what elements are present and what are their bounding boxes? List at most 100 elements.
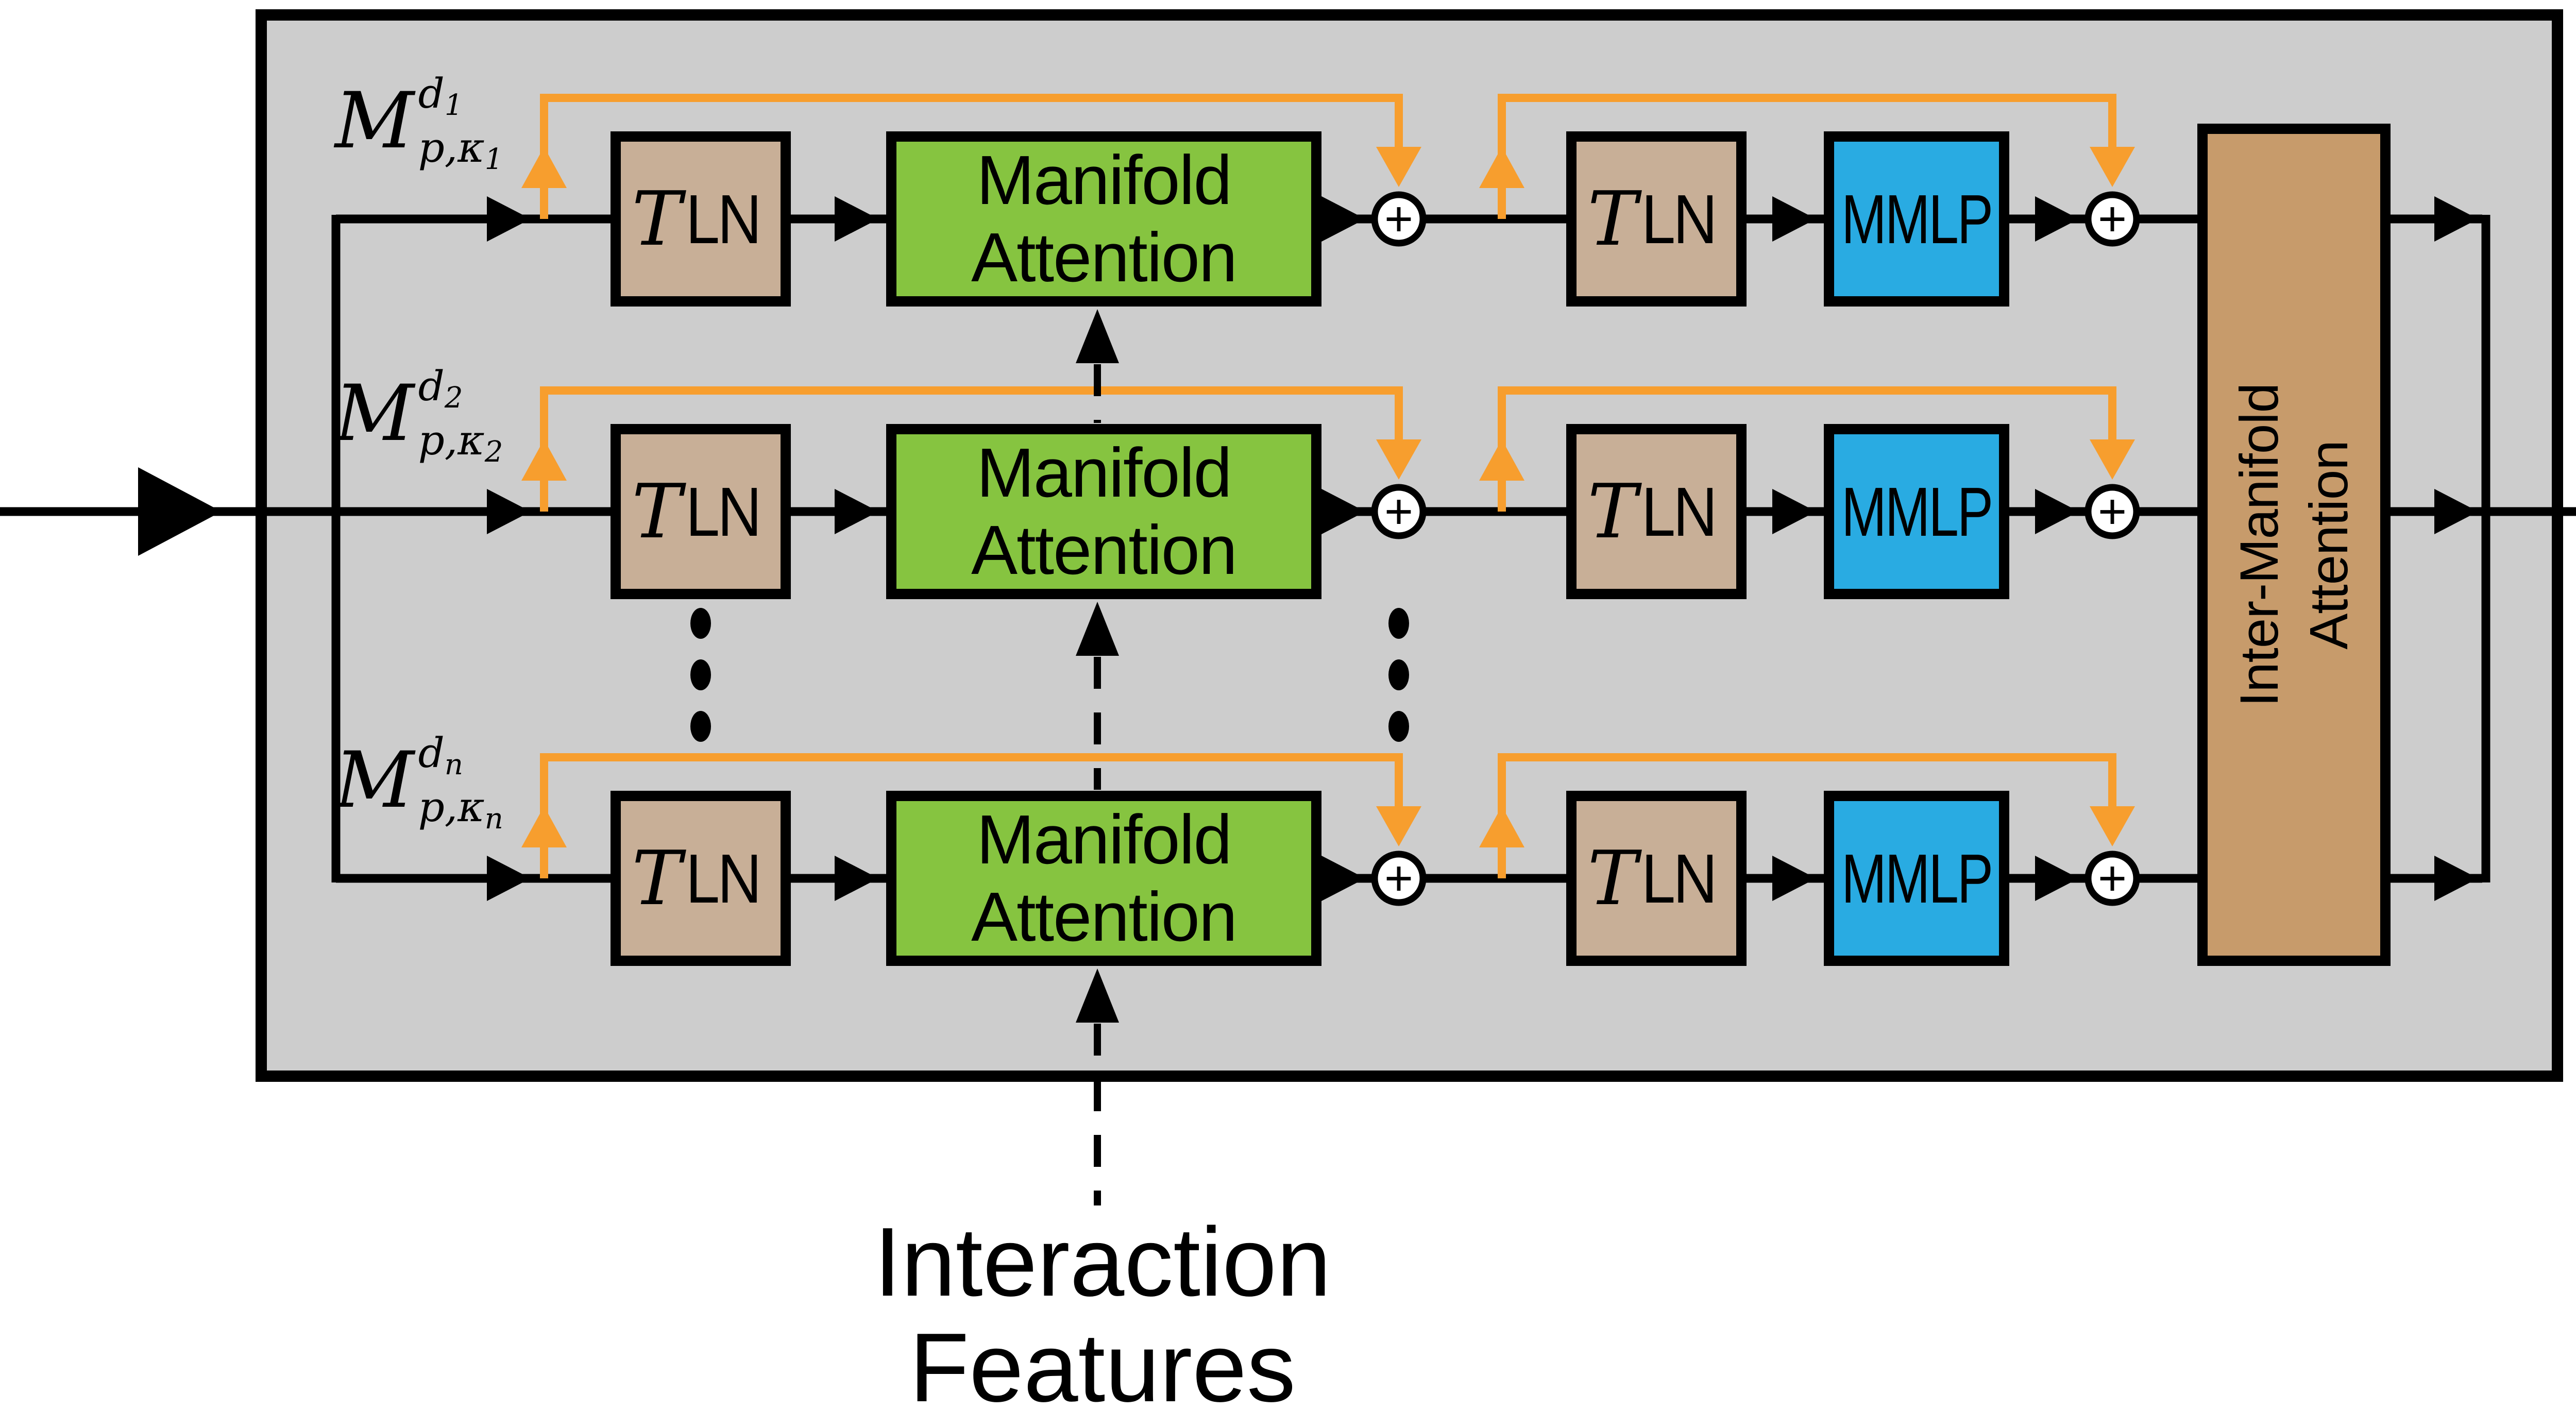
sub-var: p,κ: [418, 124, 485, 172]
tln-label: LN: [1641, 839, 1717, 918]
add-node: +: [2084, 191, 2140, 247]
dim-index: 1: [444, 89, 463, 122]
manifold-superscript: d1: [418, 73, 503, 120]
dot-icon: [1388, 711, 1409, 742]
mmlp-block-row2: MMLP: [1824, 424, 2009, 599]
sub-index: n: [484, 802, 503, 836]
manifold-scripts: d2 p,κ2: [418, 366, 503, 467]
arrowhead-icon: [1772, 489, 1816, 534]
inter-manifold-attention-label: Inter-Manifold Attention: [2225, 383, 2364, 707]
arrowhead-icon: [487, 196, 531, 242]
manifold-symbol: M: [335, 369, 414, 458]
arrowhead-icon: [835, 196, 878, 242]
dot-icon: [690, 659, 711, 690]
manifold-symbol: M: [335, 736, 414, 825]
arrowhead-icon: [2434, 489, 2478, 534]
plus-glyph: +: [2098, 851, 2127, 906]
dim-var: d: [418, 362, 445, 410]
add-circle: [2084, 191, 2140, 247]
manifold-scripts: dn p,κn: [418, 733, 503, 834]
dot-icon: [1388, 659, 1409, 690]
tln-label: LN: [1641, 180, 1717, 258]
mmlp-block-row1: MMLP: [1824, 131, 2009, 307]
label-line2: Attention: [971, 878, 1238, 956]
mmlp-label: MMLP: [1841, 839, 1993, 918]
sub-var: p,κ: [418, 416, 485, 464]
plus-glyph: +: [2098, 192, 2127, 247]
manifold-subscript: p,κn: [418, 787, 503, 834]
add-node: +: [2084, 851, 2140, 906]
tln-label: LN: [686, 472, 761, 551]
plus-glyph: +: [1384, 484, 1413, 539]
arrowhead-icon: [2035, 196, 2079, 242]
skip-up-arrowhead-icon: [521, 147, 567, 188]
label-line2: Attention: [2298, 440, 2359, 650]
manifold-scripts: d1 p,κ1: [418, 73, 503, 174]
dashed-up-arrowhead-icon: [1076, 969, 1119, 1023]
row-2-wiring: + +: [0, 386, 2576, 556]
manifold-label-1: M d1 p,κ1: [335, 73, 503, 174]
skip-down-arrowhead-icon: [1376, 439, 1421, 480]
arrowhead-icon: [2434, 196, 2478, 242]
label-line1: Manifold: [976, 801, 1232, 878]
manifold-attention-block-row1: Manifold Attention: [886, 131, 1321, 307]
arrowhead-icon: [835, 856, 878, 901]
arrowhead-icon: [2434, 856, 2478, 901]
plus-glyph: +: [2098, 484, 2127, 539]
tln-label: LN: [686, 180, 761, 258]
label-line1: Inter-Manifold: [2229, 383, 2290, 707]
sub-var: p,κ: [418, 783, 485, 831]
label-line1: Manifold: [976, 434, 1232, 512]
tln-script-t: T: [1587, 468, 1638, 555]
dot-icon: [690, 608, 711, 639]
plus-glyph: +: [1384, 851, 1413, 906]
dim-var: d: [418, 70, 445, 117]
tln-label: LN: [1641, 472, 1717, 551]
input-arrowhead-icon: [138, 467, 222, 556]
tln-script-t: T: [632, 835, 682, 922]
add-circle: [1371, 851, 1427, 906]
tln-script-t: T: [1587, 835, 1638, 922]
manifold-subscript: p,κ1: [418, 127, 503, 174]
add-circle: [1371, 484, 1427, 539]
skip-up-arrowhead-icon: [1479, 147, 1524, 188]
arrowhead-icon: [1772, 196, 1816, 242]
manifold-symbol: M: [335, 76, 414, 166]
arrowhead-icon: [1772, 856, 1816, 901]
dot-icon: [1388, 608, 1409, 639]
tln-script-t: T: [1587, 175, 1638, 263]
skip-down-arrowhead-icon: [2090, 147, 2135, 187]
dim-index: 2: [444, 381, 463, 415]
skip-down-arrowhead-icon: [2090, 806, 2135, 846]
add-node: +: [2084, 484, 2140, 539]
arrowhead-icon: [2035, 856, 2079, 901]
sub-index: 1: [484, 143, 503, 176]
arrowhead-icon: [1321, 196, 1365, 242]
label-line2: Attention: [971, 511, 1238, 589]
arrowhead-icon: [835, 489, 878, 534]
mmlp-label: MMLP: [1841, 472, 1993, 551]
add-circle: [1371, 191, 1427, 247]
caption-line1: Interaction: [874, 1208, 1331, 1317]
ellipsis-dots: [690, 608, 1409, 742]
manifold-subscript: p,κ2: [418, 420, 503, 467]
skip-down-arrowhead-icon: [1376, 806, 1421, 846]
skip-up-arrowhead-icon: [1479, 439, 1524, 481]
dim-var: d: [418, 729, 445, 777]
tln-label: LN: [686, 839, 761, 918]
arrowhead-icon: [487, 489, 531, 534]
skip-up-arrowhead-icon: [521, 806, 567, 847]
manifold-attention-block-rown: Manifold Attention: [886, 791, 1321, 966]
add-node: +: [1371, 484, 1427, 539]
label-line1: Manifold: [976, 141, 1232, 219]
arrowhead-icon: [2035, 489, 2079, 534]
skip-up-arrowhead-icon: [521, 439, 567, 481]
mmlp-label: MMLP: [1841, 180, 1993, 258]
plus-glyph: +: [1384, 192, 1413, 247]
add-node: +: [1371, 851, 1427, 906]
